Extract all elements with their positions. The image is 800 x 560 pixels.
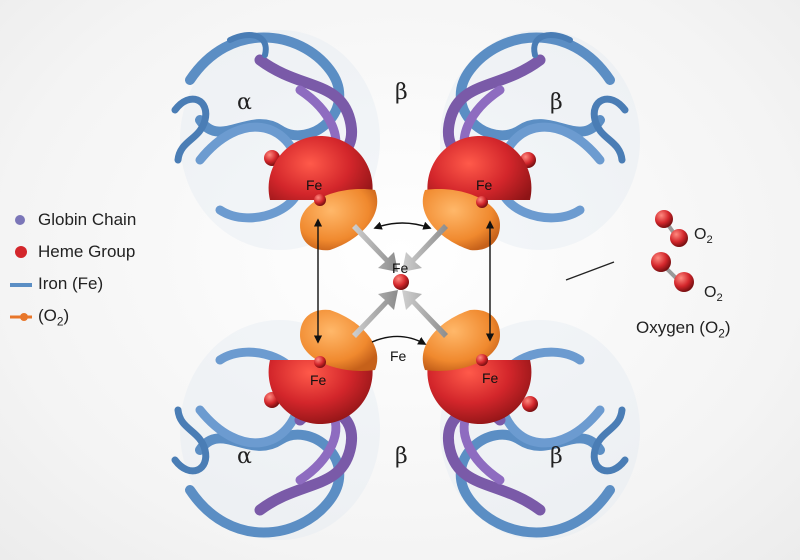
- oxygen-molecule-top: [655, 210, 688, 247]
- oxygen-molecule-label-top: O2: [694, 226, 713, 246]
- oxygen-molecule-bottom: [651, 252, 694, 292]
- iron-label-top-left: Fe: [306, 177, 322, 193]
- legend-label: Heme Group: [38, 242, 135, 262]
- oxygen-pointer-line: [566, 262, 614, 280]
- iron-label-center: Fe: [392, 260, 408, 276]
- iron-label-bottom-right: Fe: [482, 370, 498, 386]
- legend-label: (O2): [38, 306, 69, 328]
- iron-label-bottom-center: Fe: [390, 348, 406, 364]
- legend-label: Globin Chain: [38, 210, 136, 230]
- oxygen-caption: Oxygen (O2): [636, 318, 731, 340]
- subunit-label-beta-top-right: β: [550, 90, 563, 115]
- oxygen-line-dot-icon: [10, 308, 34, 324]
- iron-label-bottom-left: Fe: [310, 372, 326, 388]
- subunit-label-beta-bottom-center: β: [395, 444, 408, 469]
- subunit-label-alpha-top: α: [237, 90, 252, 115]
- heme-ball-icon: [14, 244, 30, 260]
- subunit-label-beta-top-center: β: [395, 80, 408, 105]
- legend-label: Iron (Fe): [38, 274, 103, 294]
- oxygen-molecule-label-bottom: O2: [704, 284, 723, 304]
- subunit-label-alpha-bottom: α: [237, 444, 252, 469]
- heme-ball: [522, 396, 538, 412]
- center-iron-ball: [393, 274, 409, 290]
- iron-label-top-right: Fe: [476, 177, 492, 193]
- subunit-label-beta-bottom-right: β: [550, 444, 563, 469]
- globin-dot-icon: [14, 212, 30, 228]
- iron-line-icon: [10, 276, 34, 292]
